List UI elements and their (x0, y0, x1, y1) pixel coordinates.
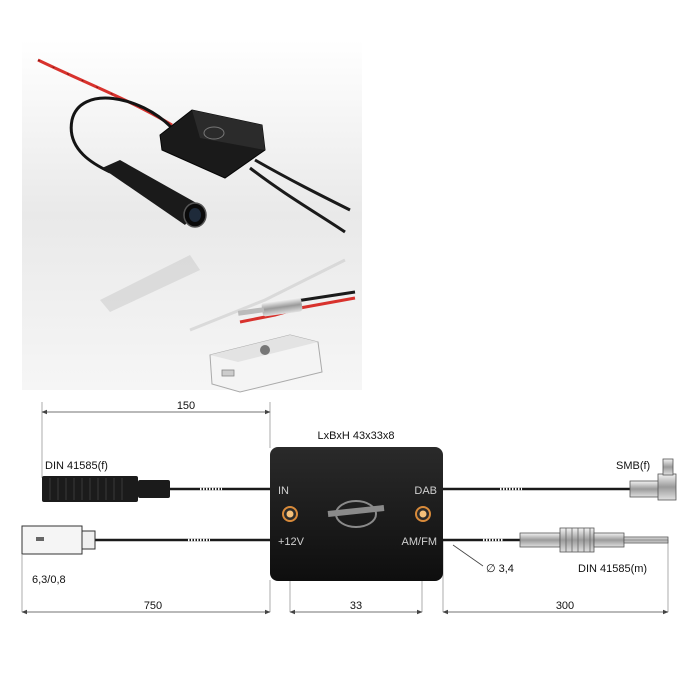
dimension-left-length: 750 (21, 600, 271, 615)
technical-drawing: 150 LxBxH 43x33x8 (21, 400, 677, 615)
right-length-label: 300 (556, 600, 574, 612)
top-length-label: 150 (177, 400, 195, 412)
black-loop-cable (69, 96, 174, 174)
am-fm-port-label: AM/FM (402, 536, 437, 548)
din-female-photo (102, 160, 207, 228)
din-male-label: DIN 41585(m) (578, 563, 647, 575)
dimension-right-length: 300 (442, 600, 669, 615)
dimension-top-length: 150 (41, 400, 271, 415)
smb-female-label: SMB(f) (616, 460, 650, 472)
power-plug-label: 6,3/0,8 (32, 574, 66, 586)
antenna-cable-photo (254, 158, 351, 212)
power-plug-connector (21, 525, 96, 555)
adapter-box: IN +12V DAB AM/FM (270, 447, 443, 581)
in-port-label: IN (278, 485, 289, 497)
product-photo (22, 40, 362, 393)
dab-port-label: DAB (414, 485, 437, 497)
left-length-label: 750 (144, 600, 162, 612)
smb-female-connector (629, 458, 677, 501)
box-width-label: 33 (350, 600, 362, 612)
power-port-label: +12V (278, 536, 305, 548)
din-female-label: DIN 41585(f) (45, 460, 108, 472)
adapter-box-photo (159, 109, 266, 179)
dimension-box-width: 33 (289, 600, 423, 615)
din-female-connector (42, 476, 170, 502)
logo-icon (327, 500, 385, 528)
cable-diameter-label: ∅ 3,4 (486, 563, 514, 575)
din-male-connector (519, 527, 669, 553)
box-size-label: LxBxH 43x33x8 (317, 430, 394, 442)
power-plug-photo (209, 334, 323, 393)
din-male-photo (237, 290, 356, 324)
